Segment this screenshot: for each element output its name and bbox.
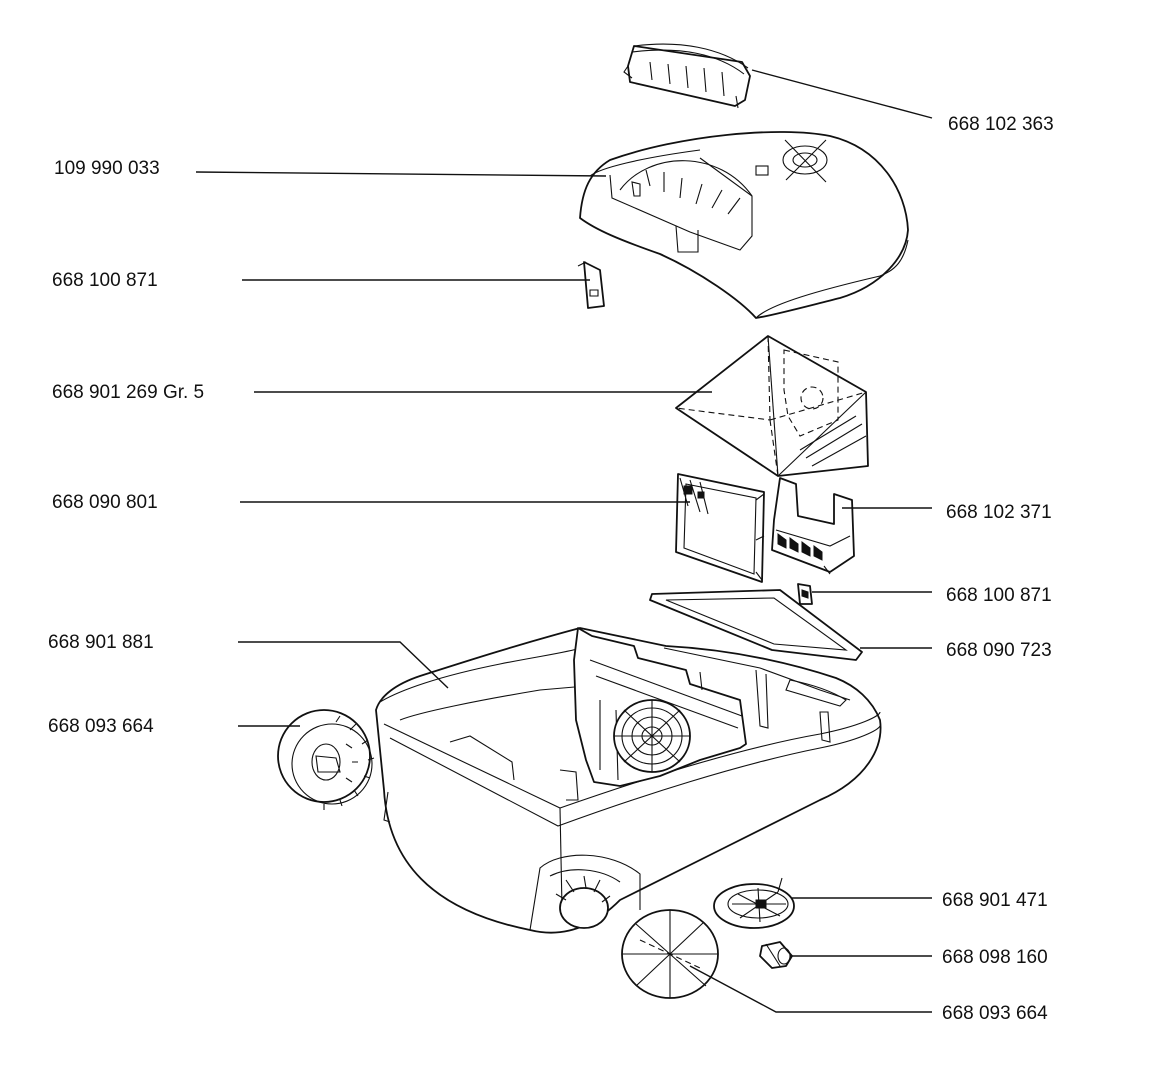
- wheel-part: [277, 709, 375, 810]
- label-filter-panel: 668 090 801: [52, 492, 158, 513]
- label-wheel-left: 668 093 664: [48, 716, 154, 737]
- body-part: [375, 627, 882, 934]
- clip-part: [577, 261, 605, 309]
- clip-part: [797, 583, 813, 605]
- frame-filter-part: [649, 589, 863, 661]
- wheel-part: [555, 875, 611, 929]
- wheel-part: [621, 909, 719, 999]
- small-wheel-part: [713, 877, 795, 929]
- cover-part: [579, 131, 909, 319]
- label-frame-filter: 668 090 723: [946, 640, 1052, 661]
- label-wheel-bottom: 668 093 664: [942, 1003, 1048, 1024]
- handle-part: [623, 43, 751, 109]
- label-cover: 109 990 033: [54, 158, 160, 179]
- label-small-wheel: 668 901 471: [942, 890, 1048, 911]
- label-clip-top: 668 100 871: [52, 270, 158, 291]
- part-labels: 668 102 363 109 990 033 668 100 871 668 …: [48, 114, 1054, 1024]
- label-bag-holder: 668 102 371: [946, 502, 1052, 523]
- bag-part: [675, 335, 869, 477]
- filter-panel-part: [675, 473, 765, 583]
- label-axle: 668 098 160: [942, 947, 1048, 968]
- label-handle: 668 102 363: [948, 114, 1054, 135]
- axle-part: [759, 941, 793, 969]
- label-clip-mid: 668 100 871: [946, 585, 1052, 606]
- bag-holder-part: [771, 477, 855, 575]
- leader-lines: [195, 69, 933, 1013]
- label-bag: 668 901 269 Gr. 5: [52, 382, 204, 403]
- label-body: 668 901 881: [48, 632, 154, 653]
